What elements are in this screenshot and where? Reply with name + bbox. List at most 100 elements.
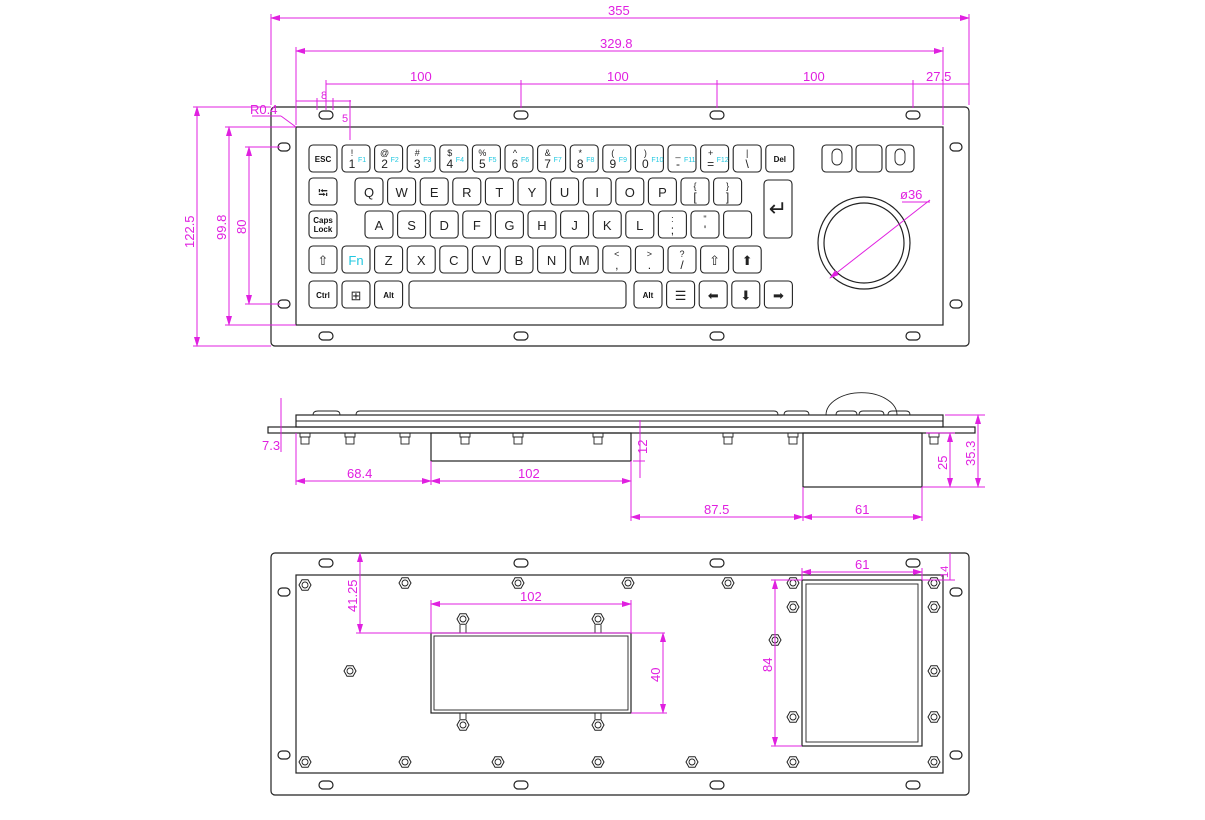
- key-fn-label: F10: [651, 157, 663, 164]
- enter-key-label: ↵: [769, 196, 787, 221]
- dim-side-pcb-height: 12: [635, 440, 650, 454]
- hex-nut: [786, 577, 800, 589]
- nut-hole: [514, 579, 522, 587]
- key-label: E: [430, 185, 439, 200]
- mounting-slot: [318, 110, 334, 120]
- key-label: 9: [609, 157, 616, 171]
- mounting-slot: [709, 558, 725, 568]
- key-label: P: [658, 185, 667, 200]
- key: [484, 177, 514, 206]
- hex-nut: [621, 577, 635, 589]
- nut-hole: [930, 603, 938, 611]
- nut-hole: [594, 615, 602, 623]
- key-shift-label: @: [380, 148, 389, 158]
- left-mouse-button: [821, 144, 853, 173]
- mounting-slot: [905, 558, 921, 568]
- key-label: .: [648, 258, 651, 272]
- hex-nut: [398, 577, 412, 589]
- dim-trackball: ø36: [900, 187, 922, 202]
- key-shift-label: >: [647, 249, 652, 259]
- nut-hole: [594, 721, 602, 729]
- key-label: ➡: [773, 288, 784, 303]
- nut-hole: [688, 758, 696, 766]
- bolt: [929, 436, 939, 445]
- mounting-slot: [949, 142, 963, 152]
- nut-hole: [459, 615, 467, 623]
- key-label: Caps: [313, 216, 333, 225]
- bolt-head: [592, 432, 604, 438]
- mounting-slot: [905, 110, 921, 120]
- bolt-head: [787, 432, 799, 438]
- key-label: Alt: [383, 291, 394, 300]
- key: [471, 245, 501, 274]
- enter-key: [763, 179, 793, 239]
- hex-nut: [927, 711, 941, 723]
- key-label: M: [579, 253, 590, 268]
- key-fn-label: F3: [423, 157, 431, 164]
- key: [765, 144, 795, 173]
- key-label: ⬇: [740, 288, 751, 303]
- key-label: Fn: [348, 253, 363, 268]
- key-label: Alt: [643, 291, 654, 300]
- key-shift-label: %: [478, 148, 486, 158]
- bolt: [400, 436, 410, 445]
- key: [731, 280, 761, 309]
- bolt-head: [459, 432, 471, 438]
- nut-hole: [789, 713, 797, 721]
- key-fn-label: F1: [358, 157, 366, 164]
- key: [615, 177, 645, 206]
- hex-nut: [721, 577, 735, 589]
- mounting-slot: [277, 750, 291, 760]
- dim-overall-height: 122.5: [182, 215, 197, 248]
- nut-hole: [401, 758, 409, 766]
- key-label: I: [595, 185, 599, 200]
- key: [517, 177, 547, 206]
- key: [429, 210, 459, 239]
- nut-hole: [789, 758, 797, 766]
- key-shift-label: |: [746, 148, 748, 158]
- key: [462, 210, 492, 239]
- key-shift-label: }: [726, 181, 729, 191]
- mounting-slot: [709, 780, 725, 790]
- key-shift-label: ^: [513, 148, 518, 158]
- mounting-slot: [513, 331, 529, 341]
- dim-slot-pitch: 100: [803, 69, 825, 84]
- key: [667, 245, 697, 274]
- nut-hole: [789, 603, 797, 611]
- nut-hole: [930, 758, 938, 766]
- key: [698, 280, 728, 309]
- key-label: Lock: [314, 225, 333, 234]
- key-label: 2: [381, 157, 388, 171]
- key: [527, 210, 557, 239]
- key: [494, 210, 524, 239]
- hex-nut: [456, 613, 470, 625]
- mounting-slot: [905, 780, 921, 790]
- key-label: ]: [726, 190, 729, 204]
- key: [341, 144, 371, 173]
- key-label: J: [571, 218, 578, 233]
- key: [647, 177, 677, 206]
- key-label: 0: [642, 157, 649, 171]
- key: [364, 210, 394, 239]
- nut-hole: [624, 579, 632, 587]
- hex-nut: [456, 719, 470, 731]
- side-view: 68.4 102 87.5 61 12 25 35.3 7.3: [262, 392, 985, 521]
- key-label: Q: [364, 185, 374, 200]
- key-shift-label: ?: [679, 249, 684, 259]
- key: [354, 177, 384, 206]
- hex-nut: [927, 577, 941, 589]
- key: [374, 280, 404, 309]
- key: [504, 245, 534, 274]
- key-fn-label: F12: [717, 157, 729, 164]
- hex-nut: [786, 756, 800, 768]
- key-shift-label: !: [351, 148, 354, 158]
- key-shift-label: :: [671, 214, 674, 224]
- key: [634, 245, 664, 274]
- key-label: 1: [349, 157, 356, 171]
- key-fn-label: F2: [391, 157, 399, 164]
- nut-hole: [301, 581, 309, 589]
- hex-nut: [786, 711, 800, 723]
- dim-rear-tb-height: 84: [760, 658, 775, 672]
